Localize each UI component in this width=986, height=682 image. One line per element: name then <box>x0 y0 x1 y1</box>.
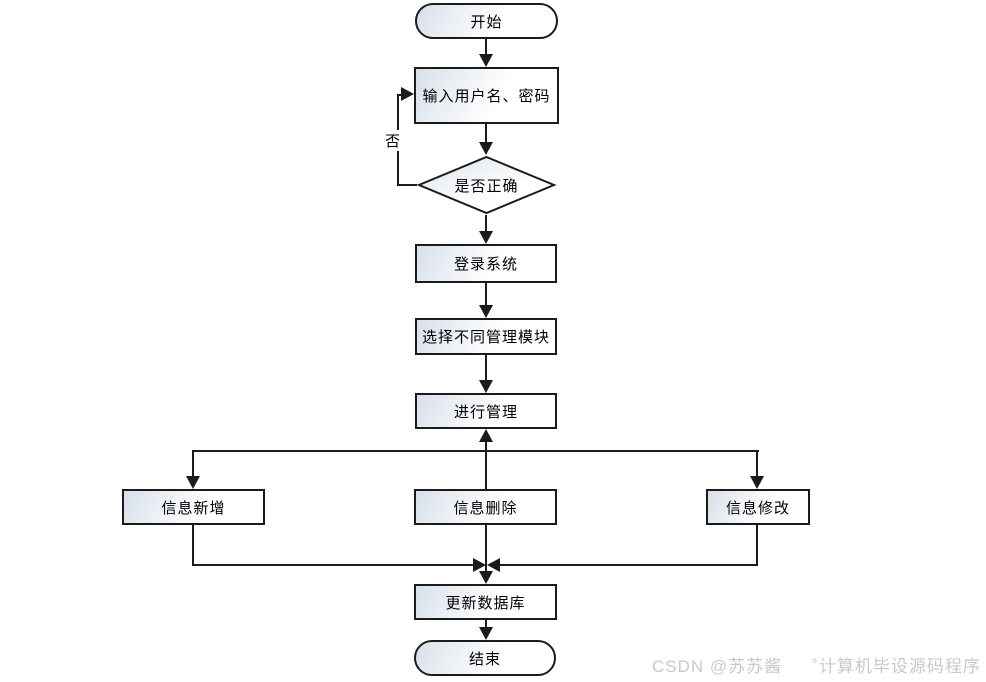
node-add-label: 信息新增 <box>161 499 226 517</box>
edge-decision-to-login-arrowhead <box>479 231 493 244</box>
edge-merge-right-arrowhead <box>487 558 500 572</box>
node-delete: 信息删除 <box>414 489 557 525</box>
node-modify-label: 信息修改 <box>725 499 790 517</box>
node-select-module-label: 选择不同管理模块 <box>421 329 550 346</box>
edge-login-to-select-arrowhead <box>479 305 493 318</box>
node-decision-label: 是否正确 <box>454 177 519 195</box>
node-select-module: 选择不同管理模块 <box>415 318 557 355</box>
node-add: 信息新增 <box>122 489 265 525</box>
watermark-tagline: ˚计算机毕设源码程序 <box>812 657 981 676</box>
edge-input-to-decision-arrowhead <box>479 142 493 155</box>
node-manage: 进行管理 <box>415 393 557 429</box>
diamond-shape-icon <box>416 155 557 215</box>
edge-merge-right-line <box>500 564 758 566</box>
edge-update-to-end-line <box>485 620 487 629</box>
node-update-db: 更新数据库 <box>414 584 557 620</box>
edge-branch-to-add-line <box>192 451 194 477</box>
edge-no-loop-arrowhead <box>401 87 414 101</box>
edge-delete-to-manage-arrowhead <box>479 429 493 442</box>
node-update-db-label: 更新数据库 <box>445 594 526 612</box>
node-start-label: 开始 <box>470 13 503 31</box>
edge-delete-to-manage-line <box>485 441 487 489</box>
edge-merge-left-line <box>192 564 473 566</box>
edge-delete-to-update-arrowhead <box>479 571 493 584</box>
node-start: 开始 <box>415 3 558 39</box>
edge-label-no: 否 <box>384 130 402 151</box>
edge-input-to-decision-line <box>485 124 487 144</box>
edge-login-to-select-line <box>485 283 487 307</box>
node-manage-label: 进行管理 <box>453 403 518 421</box>
edge-branch-horizontal-line <box>192 450 759 452</box>
node-delete-label: 信息删除 <box>453 499 518 517</box>
edge-modify-down-line <box>756 525 758 566</box>
edge-no-loop-bottom-line <box>398 184 417 186</box>
edge-decision-to-login-line <box>485 215 487 233</box>
node-input-label: 输入用户名、密码 <box>422 88 551 105</box>
edge-update-to-end-arrowhead <box>479 627 493 640</box>
edge-no-loop-top-line <box>398 94 403 96</box>
node-end: 结束 <box>414 640 556 676</box>
edge-branch-to-modify-arrowhead <box>750 476 764 489</box>
edge-branch-to-modify-line <box>756 451 758 477</box>
node-input: 输入用户名、密码 <box>414 67 559 124</box>
edge-add-down-line <box>192 525 194 566</box>
edge-select-to-manage-arrowhead <box>479 380 493 393</box>
watermark-author: CSDN @苏苏酱 <box>652 657 783 676</box>
edge-merge-left-arrowhead <box>473 558 486 572</box>
node-modify: 信息修改 <box>706 489 810 525</box>
node-decision: 是否正确 <box>416 155 557 215</box>
node-login-label: 登录系统 <box>453 256 518 273</box>
node-end-label: 结束 <box>468 650 501 668</box>
edge-start-to-input-arrowhead <box>479 54 493 67</box>
edge-branch-to-add-arrowhead <box>186 476 200 489</box>
csdn-watermark: CSDN @苏苏酱 ˚计算机毕设源码程序 <box>652 652 981 677</box>
edge-delete-to-update-line <box>485 525 487 572</box>
node-login: 登录系统 <box>415 244 557 283</box>
edge-select-to-manage-line <box>485 355 487 382</box>
edge-start-to-input-line <box>485 39 487 56</box>
